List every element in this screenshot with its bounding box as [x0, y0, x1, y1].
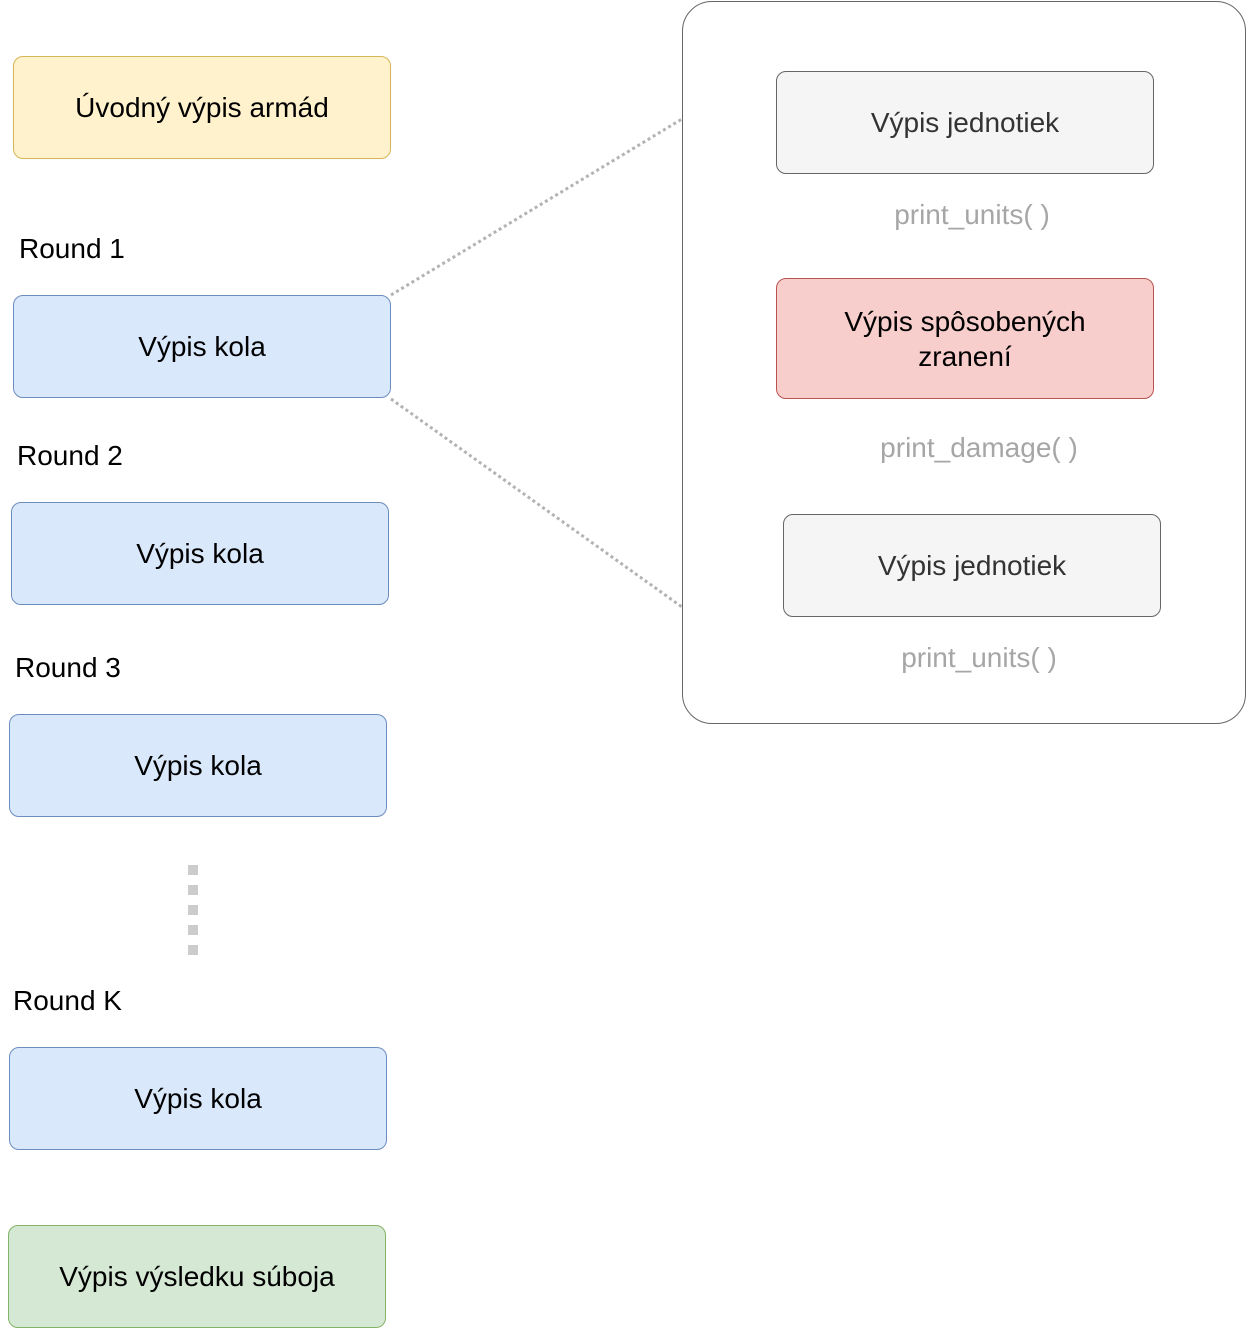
connector-top-line: [390, 117, 683, 297]
round-1-title: Round 1: [19, 233, 125, 264]
round-3-box: Výpis kola: [9, 714, 387, 817]
round-2-title: Round 2: [17, 440, 123, 471]
round-2-box-label: Výpis kola: [136, 538, 264, 569]
round-k-box: Výpis kola: [9, 1047, 387, 1150]
round-1-box: Výpis kola: [13, 295, 391, 398]
round-3-box-label: Výpis kola: [134, 750, 262, 781]
step-1-function: print_units( ): [894, 199, 1050, 230]
step-3-function: print_units( ): [901, 642, 1057, 673]
step-1-label: Výpis jednotiek: [870, 107, 1060, 138]
step-2-label: Výpis spôsobených zranení: [844, 305, 1086, 372]
intro-label: Úvodný výpis armád: [75, 92, 329, 123]
round-1-box-label: Výpis kola: [138, 331, 266, 362]
round-3-title: Round 3: [15, 652, 121, 683]
intro-box: Úvodný výpis armád: [13, 56, 391, 159]
step-1-box: Výpis jednotiek: [776, 71, 1154, 174]
round-k-title: Round K: [13, 985, 122, 1016]
result-box: Výpis výsledku súboja: [8, 1225, 386, 1328]
step-2-function: print_damage( ): [880, 432, 1078, 463]
connector-bottom-line: [390, 397, 683, 609]
step-3-box: Výpis jednotiek: [783, 514, 1161, 617]
step-2-box: Výpis spôsobených zranení: [776, 278, 1154, 399]
step-3-label: Výpis jednotiek: [877, 550, 1067, 581]
round-k-box-label: Výpis kola: [134, 1083, 262, 1114]
result-label: Výpis výsledku súboja: [59, 1261, 335, 1292]
round-2-box: Výpis kola: [11, 502, 389, 605]
